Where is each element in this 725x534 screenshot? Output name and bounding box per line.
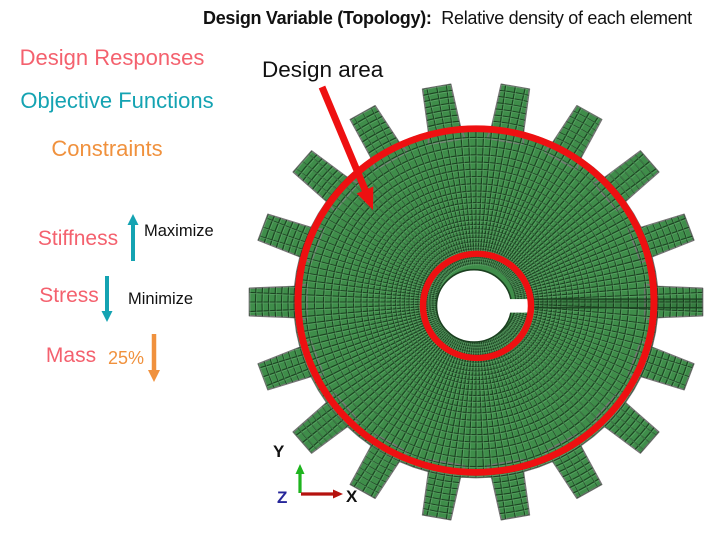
label-constraints: Constraints <box>51 136 162 161</box>
bore-hole <box>435 268 513 343</box>
title-regular: Relative density of each element <box>441 8 692 28</box>
axis-y-label: Y <box>273 442 285 461</box>
axis-z-label: Z <box>277 488 287 507</box>
label-mass-value: 25% <box>108 348 144 368</box>
label-minimize: Minimize <box>128 290 193 308</box>
axis-x-arrow-head-icon <box>333 489 343 499</box>
gear-mesh <box>249 84 703 520</box>
label-objective-functions: Objective Functions <box>20 88 213 113</box>
design-area-outer-ring <box>294 125 658 476</box>
keyway-notch <box>504 299 533 313</box>
minimize-arrow-down-head-icon <box>101 311 113 322</box>
maximize-arrow-up-head-icon <box>127 214 139 225</box>
page-title: Design Variable (Topology): Relative den… <box>203 8 692 28</box>
axis-x-label: X <box>346 487 358 506</box>
label-stress: Stress <box>39 284 99 307</box>
label-maximize: Maximize <box>144 222 214 240</box>
label-stiffness: Stiffness <box>38 227 118 250</box>
label-design-responses: Design Responses <box>20 45 205 70</box>
label-mass: Mass <box>46 344 96 367</box>
axis-triad: Y Z X <box>273 442 358 507</box>
title-bold: Design Variable (Topology): <box>203 8 432 28</box>
gear-mesh-figure <box>248 83 704 521</box>
mass-arrow-down-head-icon <box>148 370 160 382</box>
design-area-arrow-head <box>356 186 374 210</box>
design-area-inner-ring <box>419 250 535 362</box>
design-area-arrow <box>318 85 370 194</box>
design-area-label: Design area <box>262 57 384 82</box>
mesh-seam <box>532 298 703 309</box>
axis-y-arrow-head-icon <box>295 464 305 474</box>
